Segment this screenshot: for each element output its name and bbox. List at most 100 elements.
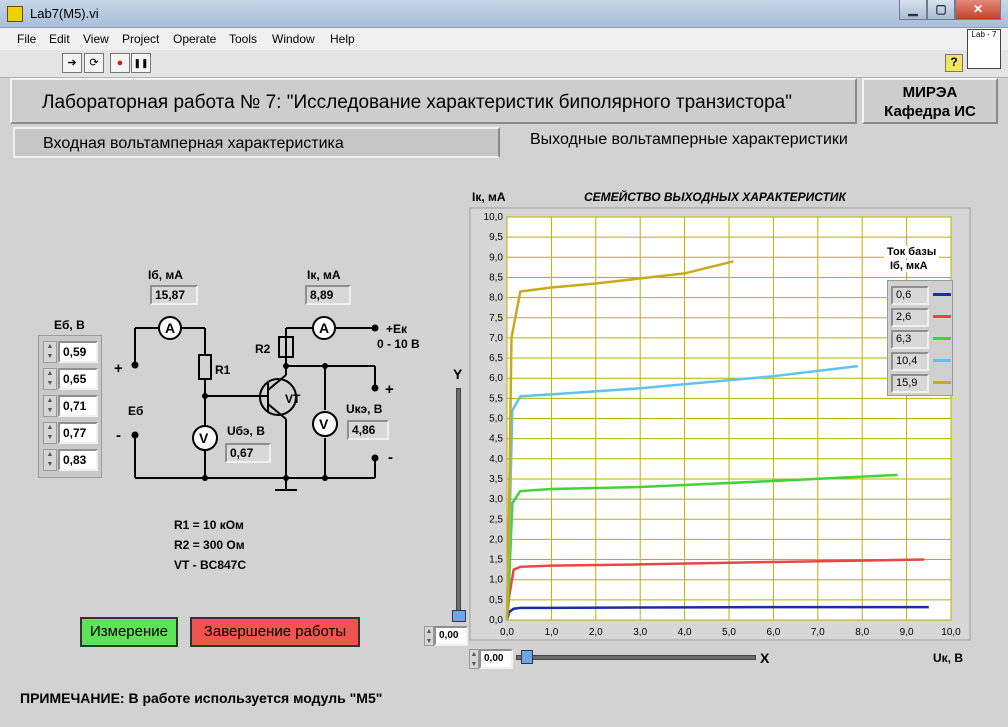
r2-label: R2 [255, 342, 271, 356]
series-line-1 [505, 605, 929, 621]
y-tick-label: 7,0 [489, 333, 503, 344]
legend: 0,6 2,6 6,3 10,4 15,9 [887, 280, 953, 396]
y-cursor-slider-track[interactable] [456, 388, 461, 618]
title-bar: Lab7(M5).vi ▁ ▢ ✕ [0, 0, 1008, 28]
minimize-button[interactable]: ▁ [899, 0, 927, 20]
y-tick-label: 7,5 [489, 313, 503, 324]
x-cursor-slider-track[interactable] [516, 655, 756, 660]
finish-button[interactable]: Завершение работы [190, 617, 360, 647]
eb-field-4[interactable]: 0,77 [58, 422, 98, 444]
legend-value-4: 10,4 [891, 352, 929, 371]
close-button[interactable]: ✕ [955, 0, 1001, 20]
y-tick-label: 4,5 [489, 434, 503, 445]
tab-output-characteristics[interactable]: Выходные вольтамперные характеристики [530, 131, 848, 148]
maximize-button[interactable]: ▢ [927, 0, 955, 20]
eb-plus: + [114, 360, 123, 377]
menu-window[interactable]: Window [272, 32, 315, 46]
chart-title: СЕМЕЙСТВО ВЫХОДНЫХ ХАРАКТЕРИСТИК [584, 190, 846, 204]
menu-file[interactable]: File [17, 32, 37, 46]
context-help-icon[interactable]: ? [945, 54, 963, 72]
legend-value-2: 2,6 [891, 308, 929, 327]
x-tick-label: 1,0 [544, 627, 558, 638]
chart-xlabel: Uк, В [933, 651, 964, 665]
ib-indicator: 15,87 [150, 285, 198, 305]
eb-field-1[interactable]: 0,59 [58, 341, 98, 363]
y-tick-label: 9,0 [489, 252, 503, 263]
eb-spinner-2[interactable]: ▲▼ [43, 368, 57, 390]
run-continuously-icon[interactable]: ⟳ [84, 53, 104, 73]
eb-spinner-5[interactable]: ▲▼ [43, 449, 57, 471]
ce-plus: + [385, 381, 394, 398]
legend-unit: Iб, мкА [887, 260, 931, 272]
eb-field-2[interactable]: 0,65 [58, 368, 98, 390]
menu-tools[interactable]: Tools [229, 32, 258, 46]
menu-help[interactable]: Help [330, 32, 355, 46]
labview-app-icon [7, 6, 23, 22]
pause-icon[interactable]: ❚❚ [131, 53, 151, 73]
y-tick-label: 2,0 [489, 534, 503, 545]
measure-button[interactable]: Измерение [80, 617, 178, 647]
eb-spinner-4[interactable]: ▲▼ [43, 422, 57, 444]
org-box: МИРЭА Кафедра ИС [862, 78, 998, 124]
y-tick-label: 5,5 [489, 393, 503, 404]
eb-spinner-3[interactable]: ▲▼ [43, 395, 57, 417]
abort-icon[interactable]: ● [110, 53, 130, 73]
lab-title-box: Лабораторная работа № 7: "Исследование х… [10, 78, 857, 124]
chart-grid [506, 216, 952, 621]
x-cursor-spinner[interactable]: ▲▼ [469, 649, 479, 669]
run-icon[interactable]: ➔ [62, 53, 82, 73]
uke-label: Uкэ, В [346, 402, 383, 416]
module-note: ПРИМЕЧАНИЕ: В работе используется модуль… [20, 690, 383, 706]
voltmeter-be-symbol: V [199, 430, 209, 446]
ce-minus: - [388, 449, 393, 466]
x-cursor-value[interactable]: 0,00 [479, 649, 513, 669]
y-tick-label: 6,0 [489, 373, 503, 384]
series-line-2 [505, 558, 925, 621]
ek-range: 0 - 10 В [377, 337, 420, 351]
menu-edit[interactable]: Edit [49, 32, 70, 46]
x-tick-label: 2,0 [589, 627, 603, 638]
ek-label: +Eк [386, 322, 408, 336]
y-tick-label: 3,0 [489, 494, 503, 505]
eb-spinner-1[interactable]: ▲▼ [43, 341, 57, 363]
eb-field-3[interactable]: 0,71 [58, 395, 98, 417]
legend-line-1 [933, 293, 951, 296]
menu-bar: File Edit View Project Operate Tools Win… [0, 28, 1008, 50]
uke-indicator: 4,86 [347, 420, 389, 440]
x-tick-label: 9,0 [900, 627, 914, 638]
x-tick-label: 7,0 [811, 627, 825, 638]
voltmeter-ce-symbol: V [319, 416, 329, 432]
ib-label: Iб, мА [148, 268, 183, 282]
tab-input-label: Входная вольтамперная характеристика [43, 135, 344, 152]
y-tick-label: 3,5 [489, 474, 503, 485]
org-name: МИРЭА [902, 84, 958, 101]
y-tick-label: 4,0 [489, 454, 503, 465]
chart-ylabel: Iк, мА [472, 190, 506, 204]
legend-title: Ток базы [884, 246, 940, 258]
legend-value-1: 0,6 [891, 286, 929, 305]
menu-view[interactable]: View [83, 32, 109, 46]
y-tick-label: 2,5 [489, 514, 503, 525]
y-tick-label: 8,0 [489, 293, 503, 304]
ube-indicator: 0,67 [225, 443, 271, 463]
y-cursor-slider-handle[interactable] [452, 610, 466, 622]
toolbar: ➔ ⟳ ● ❚❚ [0, 50, 1008, 78]
x-tick-label: 4,0 [678, 627, 692, 638]
ammeter-base-symbol: A [165, 320, 176, 336]
eb-field-5[interactable]: 0,83 [58, 449, 98, 471]
y-cursor-spinner[interactable]: ▲▼ [424, 626, 434, 646]
y-tick-label: 0,5 [489, 595, 503, 606]
menu-project[interactable]: Project [122, 32, 160, 46]
y-tick-label: 10,0 [484, 212, 504, 223]
x-cursor-slider-handle[interactable] [521, 650, 533, 664]
series-line-5 [505, 260, 734, 621]
y-tick-label: 1,5 [489, 555, 503, 566]
legend-line-5 [933, 381, 951, 384]
menu-operate[interactable]: Operate [173, 32, 217, 46]
y-cursor-value[interactable]: 0,00 [434, 626, 468, 646]
tab-input-characteristic[interactable]: Входная вольтамперная характеристика [13, 127, 500, 158]
series-line-3 [505, 473, 898, 621]
legend-line-3 [933, 337, 951, 340]
circuit-schematic [131, 316, 379, 491]
